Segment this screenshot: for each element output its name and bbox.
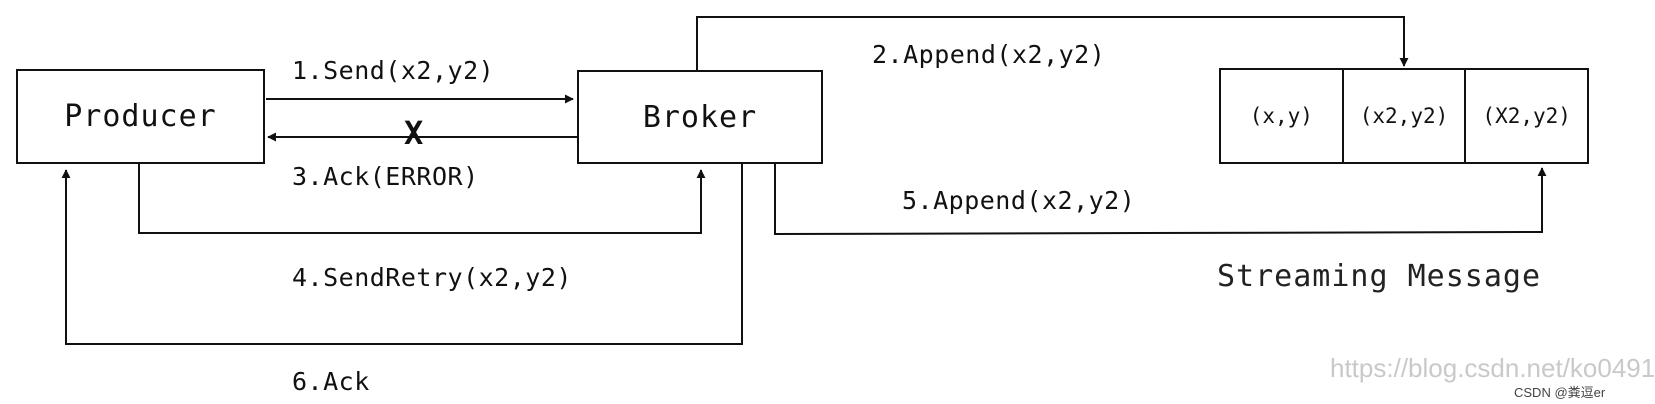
- streaming-message-store: (x,y) (x2,y2) (X2,y2): [1219, 68, 1589, 164]
- stream-cell: (X2,y2): [1482, 104, 1571, 128]
- ack-label: 6.Ack: [292, 367, 370, 396]
- streaming-message-caption: Streaming Message: [1217, 259, 1542, 294]
- producer-node: Producer: [16, 69, 265, 164]
- failure-x-mark: X: [404, 114, 424, 152]
- broker-node: Broker: [577, 70, 823, 164]
- producer-label: Producer: [64, 99, 217, 134]
- url-watermark: https://blog.csdn.net/ko0491: [1330, 353, 1655, 383]
- author-credit: CSDN @粪逗er: [1514, 385, 1606, 400]
- stream-cell: (x2,y2): [1344, 70, 1467, 162]
- broker-label: Broker: [642, 99, 758, 135]
- send-retry-arrow: [138, 164, 706, 234]
- send-retry-label: 4.SendRetry(x2,y2): [292, 263, 572, 292]
- append-second-arrow: [774, 164, 1547, 236]
- append-first-label: 2.Append(x2,y2): [872, 40, 1106, 69]
- send-label: 1.Send(x2,y2): [292, 56, 495, 85]
- ack-error-label: 3.Ack(ERROR): [292, 162, 479, 191]
- append-first-arrow: [696, 16, 1409, 70]
- stream-cell: (x,y): [1221, 70, 1344, 162]
- append-second-label: 5.Append(x2,y2): [902, 186, 1136, 215]
- ack-arrow: [61, 164, 743, 345]
